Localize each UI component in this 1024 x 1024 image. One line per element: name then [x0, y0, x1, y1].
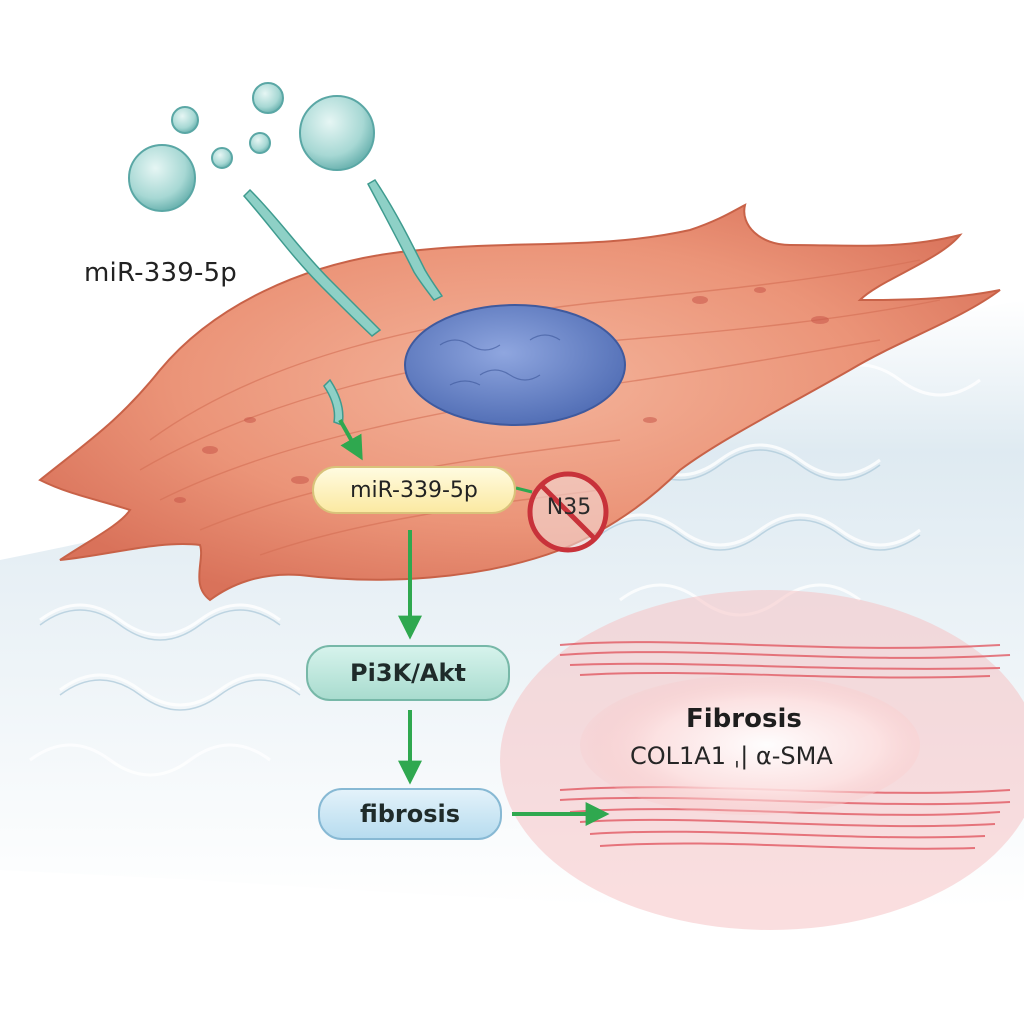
- fibrosis-tissue: [500, 590, 1024, 930]
- inhibition-symbol: [515, 471, 609, 553]
- nucleus: [404, 304, 626, 426]
- fibrosis-title: Fibrosis: [686, 704, 802, 734]
- pi3k-akt-node: Pi3K/Akt: [306, 645, 510, 701]
- vesicles: [128, 82, 375, 212]
- fibrosis-node: fibrosis: [318, 788, 502, 840]
- mirna-strands: [242, 179, 444, 427]
- mirna-node: miR-339-5p: [312, 466, 516, 514]
- cell-body: [38, 203, 1001, 602]
- pathway-arrows: [338, 419, 610, 826]
- fibrosis-markers: COL1A1 ˌ| α-SMA: [630, 742, 833, 770]
- free-mirna-label: miR-339-5p: [84, 258, 237, 288]
- inhibited-target-label: N35: [546, 495, 592, 520]
